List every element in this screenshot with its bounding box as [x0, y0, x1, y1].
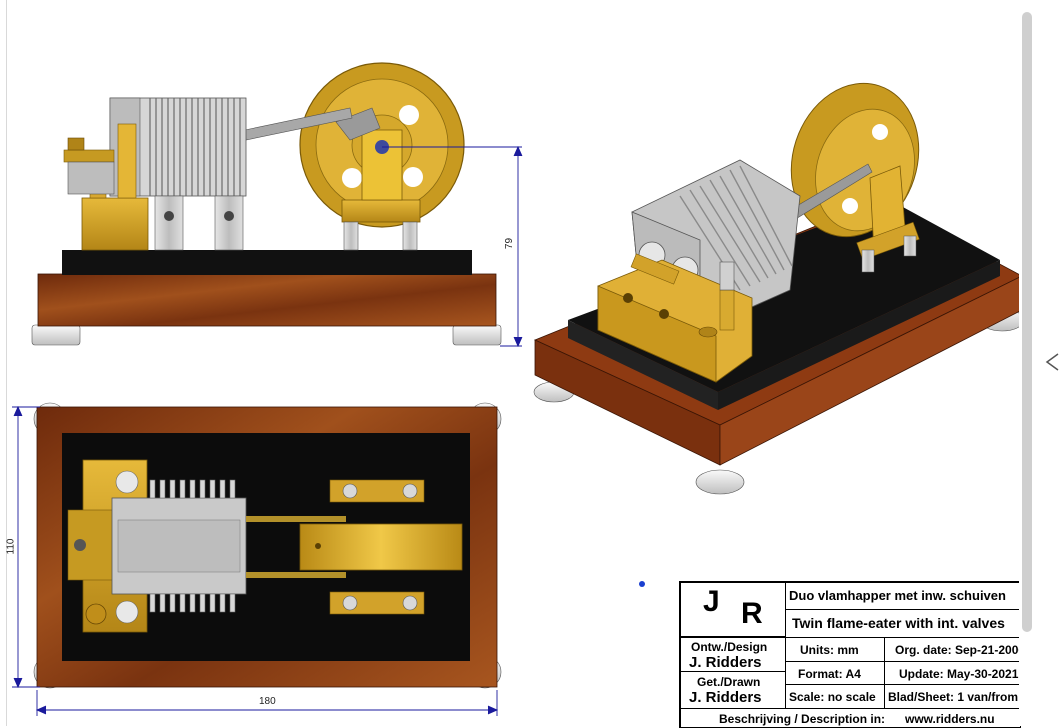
units: Units: mm: [800, 643, 859, 657]
height-dimension: [382, 145, 523, 348]
design-cell: Ontw./Design J. Ridders: [680, 637, 786, 672]
drawn-cell: Get./Drawn J. Ridders: [680, 671, 786, 709]
sheet-number: Blad/Sheet: 1 van/from 6: [888, 690, 1021, 704]
org-date: Org. date: Sep-21-2006: [895, 643, 1021, 657]
update-cell: Update: May-30-2021: [884, 661, 1020, 685]
sheet-cell: Blad/Sheet: 1 van/from 6: [884, 684, 1021, 709]
description-cell: Beschrijving / Description in: www.ridde…: [680, 708, 1020, 727]
description-label: Beschrijving / Description in:: [719, 712, 886, 726]
height-dimension-label: 79: [504, 237, 516, 250]
title-en-cell: Twin flame-eater with int. valves: [785, 609, 1020, 638]
drawn-name: J. Ridders: [689, 689, 762, 706]
website: www.ridders.nu: [905, 712, 995, 726]
top-view: [33, 402, 502, 689]
drawn-label: Get./Drawn: [697, 675, 761, 689]
design-label: Ontw./Design: [691, 640, 768, 654]
org-date-cell: Org. date: Sep-21-2006: [884, 637, 1021, 662]
format: Format: A4: [798, 667, 861, 681]
title-block: J R Duo vlamhapper met inw. schuiven Twi…: [679, 581, 1021, 728]
title-nl-cell: Duo vlamhapper met inw. schuiven: [785, 582, 1020, 610]
title-en: Twin flame-eater with int. valves: [792, 615, 1005, 631]
title-nl: Duo vlamhapper met inw. schuiven: [789, 588, 1006, 603]
logo-r: R: [741, 597, 763, 630]
marker-dot: [639, 581, 645, 587]
side-view: [31, 62, 502, 346]
logo-j: J: [703, 585, 720, 618]
format-cell: Format: A4: [785, 661, 885, 685]
scale-cell: Scale: no scale: [785, 684, 885, 709]
depth-dimension: [12, 405, 40, 689]
logo-cell: J R: [680, 582, 786, 637]
design-name: J. Ridders: [689, 654, 762, 671]
units-cell: Units: mm: [785, 637, 885, 662]
scale: Scale: no scale: [789, 690, 876, 704]
collapse-arrow-icon[interactable]: [1044, 352, 1060, 372]
update: Update: May-30-2021: [899, 667, 1019, 681]
width-dimension: [35, 690, 499, 716]
width-dimension-label: 180: [259, 696, 276, 707]
depth-dimension-label: 110: [5, 538, 17, 555]
scrollbar-thumb[interactable]: [1022, 12, 1032, 632]
isometric-view: [533, 82, 1025, 495]
